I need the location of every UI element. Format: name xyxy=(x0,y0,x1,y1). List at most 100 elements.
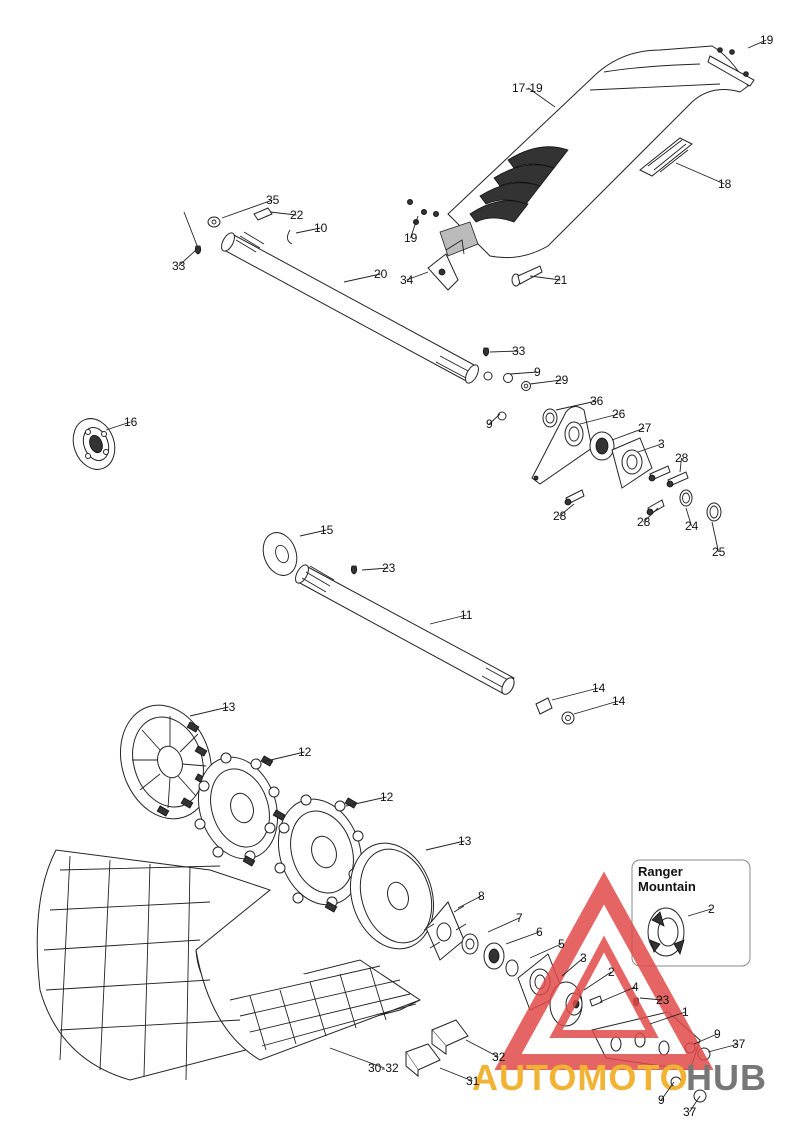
callout-number: 28 xyxy=(675,451,689,465)
nut-35-part xyxy=(207,216,221,228)
driven-shaft-part xyxy=(295,564,515,695)
callout-c3b: 3 xyxy=(561,951,587,977)
callout-number: 3 xyxy=(580,951,587,965)
leader-line xyxy=(689,1095,701,1113)
callout-number: 23 xyxy=(656,993,670,1007)
leader-line xyxy=(410,215,419,239)
callout-number: 29 xyxy=(555,373,569,387)
callout-number: 14 xyxy=(612,694,626,708)
callout-number: 9 xyxy=(534,365,541,379)
bearing-housing-group xyxy=(531,406,722,522)
callout-c11: 11 xyxy=(429,608,473,625)
callout-number: 4 xyxy=(632,980,639,994)
callout-number: 15 xyxy=(320,523,334,537)
leader-line xyxy=(361,567,389,571)
callout-number: 28 xyxy=(637,515,651,529)
callout-number: 1 xyxy=(682,1005,689,1019)
sprocket-wheel-13-left xyxy=(119,704,213,820)
callout-c31: 31 xyxy=(439,1067,480,1088)
callout-c13b: 13 xyxy=(425,834,472,851)
leader-line xyxy=(439,1067,473,1082)
drive-shaft-part xyxy=(221,231,479,384)
leader-line xyxy=(555,400,597,411)
leader-line xyxy=(561,957,584,977)
callout-c9c: 9 xyxy=(693,1027,721,1045)
key-22-part xyxy=(253,207,273,221)
callout-number: 10 xyxy=(314,221,328,235)
callout-number: 33 xyxy=(512,344,526,358)
watermark-triangle-icon xyxy=(494,871,714,1070)
callout-number: 32 xyxy=(492,1050,506,1064)
leader-line xyxy=(487,917,520,933)
callout-c24: 24 xyxy=(685,507,699,533)
bracket-part xyxy=(427,239,465,291)
callout-number: 11 xyxy=(460,608,473,622)
callout-number: 9 xyxy=(714,1027,721,1041)
callout-number: 3 xyxy=(658,437,665,451)
automotohub-watermark: AUTOMOTO HUB xyxy=(472,871,767,1098)
callout-number: 6 xyxy=(536,925,543,939)
leader-line xyxy=(573,700,619,715)
callout-number: 33 xyxy=(172,259,186,273)
callout-c23b: 23 xyxy=(639,993,670,1007)
slider-blocks-part xyxy=(405,1019,469,1078)
callout-c14a: 14 xyxy=(551,681,606,701)
callout-number: 9 xyxy=(486,417,493,431)
watermark-inner-triangle-icon xyxy=(549,935,659,1038)
callout-c9d: 9 xyxy=(658,1081,675,1107)
callout-c20: 20 xyxy=(343,267,388,283)
callout-number: 35 xyxy=(266,193,280,207)
washer-15-part xyxy=(262,532,298,576)
leader-line xyxy=(551,687,599,701)
callout-c36: 36 xyxy=(555,394,604,411)
callout-number: 22 xyxy=(290,208,304,222)
callout-c5: 5 xyxy=(529,937,565,959)
bolts-14-part xyxy=(535,697,575,725)
callout-c9a: 9 xyxy=(509,365,541,379)
callout-c1: 1 xyxy=(649,1005,689,1025)
inset-title-line2: Mountain xyxy=(638,879,696,894)
callout-c14b: 14 xyxy=(573,694,626,715)
callout-number: 37 xyxy=(732,1037,746,1051)
leader-line xyxy=(685,507,692,527)
callout-number: 7 xyxy=(516,911,523,925)
callout-number: 16 xyxy=(124,415,138,429)
leader-line xyxy=(583,971,612,991)
callout-number: 31 xyxy=(466,1074,480,1088)
rivet-part xyxy=(511,265,543,287)
leader-line xyxy=(660,1081,675,1101)
leader-line xyxy=(529,943,562,959)
leader-line xyxy=(747,39,767,49)
track-part xyxy=(36,849,421,1081)
leader-line xyxy=(529,379,562,385)
callout-c18: 18 xyxy=(675,162,732,191)
callout-number: 28 xyxy=(553,509,567,523)
callout-number: 13 xyxy=(458,834,472,848)
callout-c37b: 37 xyxy=(683,1095,701,1119)
leader-line xyxy=(329,1047,385,1069)
leader-line xyxy=(269,211,297,216)
callout-c2b: 2 xyxy=(583,965,615,991)
callout-number: 34 xyxy=(400,273,414,287)
leader-line xyxy=(687,908,712,917)
leader-line xyxy=(527,87,556,108)
callout-number: 9 xyxy=(658,1093,665,1107)
watermark-text-hub: HUB xyxy=(686,1057,767,1098)
callout-number: 17-19 xyxy=(512,81,543,95)
callout-c9b: 9 xyxy=(486,413,501,431)
leader-line xyxy=(639,997,663,1001)
callout-c28c: 28 xyxy=(637,507,659,529)
callout-number: 2 xyxy=(608,965,615,979)
callout-number: 19 xyxy=(760,33,774,47)
callout-c28b: 28 xyxy=(553,503,575,523)
leader-line xyxy=(221,199,273,219)
callout-number: 20 xyxy=(374,267,388,281)
inset-sprocket-part xyxy=(647,907,685,957)
callout-c30: 30-32 xyxy=(329,1047,399,1075)
nuts-washers-part xyxy=(483,371,531,421)
callout-c34: 34 xyxy=(400,271,429,287)
leader-line xyxy=(529,275,561,281)
leader-line xyxy=(643,507,659,523)
callout-c32: 32 xyxy=(465,1039,506,1064)
sprocket-wheel-13-right xyxy=(349,842,435,950)
